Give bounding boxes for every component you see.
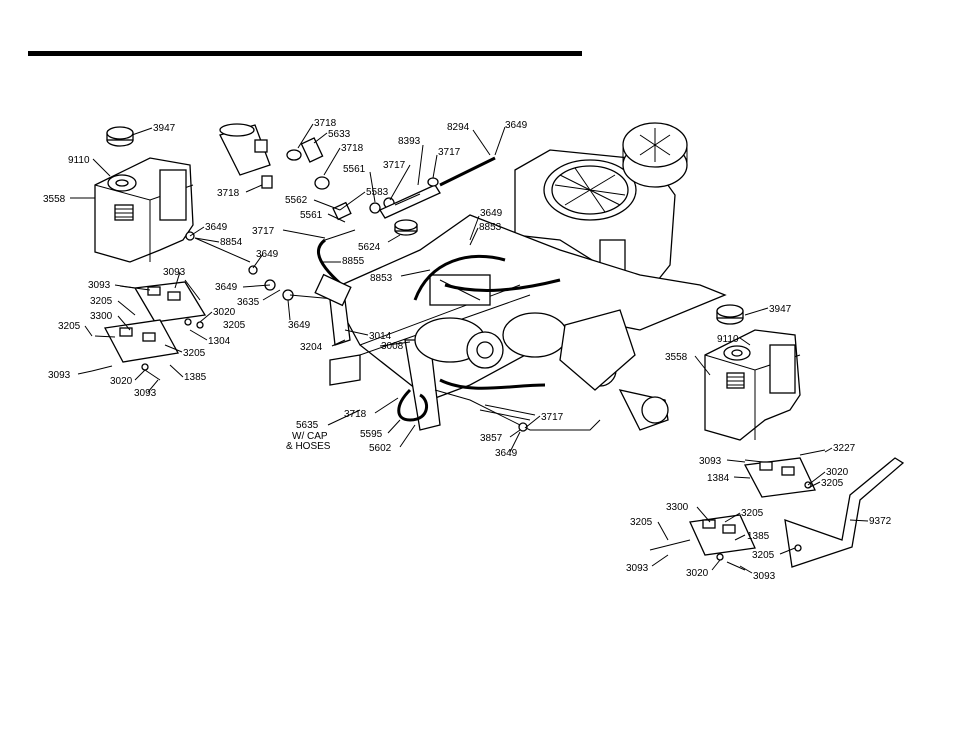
leader-lines	[70, 123, 869, 574]
callout-8853: 8853	[479, 222, 502, 233]
tank-bracket-right-upper	[743, 457, 816, 498]
callout-3947: 3947	[769, 304, 792, 315]
callout-3205: 3205	[741, 508, 764, 519]
callout-3558: 3558	[665, 352, 688, 363]
callout-8294: 8294	[447, 122, 470, 133]
callout-5635: 5635	[296, 420, 319, 431]
fuel-tank-right	[704, 329, 801, 441]
support-bar	[784, 457, 905, 568]
callout-3205: 3205	[183, 348, 206, 359]
fuel-cap-center	[394, 219, 418, 236]
callout-5562: 5562	[285, 195, 308, 206]
callout-1304: 1304	[208, 336, 231, 347]
callout-3649: 3649	[215, 282, 238, 293]
callout-3014: 3014	[369, 331, 392, 342]
callout-3093: 3093	[753, 571, 776, 582]
callout-3649: 3649	[495, 448, 518, 459]
fuel-filter-assembly	[219, 123, 273, 189]
header-rule	[28, 51, 582, 56]
callout-3204: 3204	[300, 342, 323, 353]
callout-3227: 3227	[833, 443, 856, 454]
callout-3093: 3093	[699, 456, 722, 467]
callout-hoses: & HOSES	[286, 441, 331, 452]
air-cleaner	[622, 122, 688, 188]
callout-w-cap: W/ CAP	[292, 431, 328, 442]
callout-3649: 3649	[480, 208, 503, 219]
callout-9110: 9110	[68, 155, 90, 166]
fuel-valve-fittings	[286, 137, 441, 221]
callout-3717: 3717	[541, 412, 564, 423]
tank-bracket-left-upper	[133, 281, 207, 323]
callout-5561: 5561	[343, 164, 366, 175]
callout-5633: 5633	[328, 129, 351, 140]
reservoir-fitting	[314, 273, 536, 432]
callout-3205: 3205	[752, 550, 775, 561]
callout-3717: 3717	[252, 226, 275, 237]
callout-1385: 1385	[747, 531, 770, 542]
callout-8393: 8393	[398, 136, 421, 147]
callout-3205: 3205	[58, 321, 81, 332]
callout-3718: 3718	[344, 409, 367, 420]
callout-8853: 8853	[370, 273, 393, 284]
callout-3020: 3020	[110, 376, 133, 387]
callout-3093: 3093	[163, 267, 186, 278]
callout-3649: 3649	[205, 222, 228, 233]
callout-3205: 3205	[90, 296, 113, 307]
callout-3718: 3718	[314, 118, 337, 129]
callout-3649: 3649	[505, 120, 528, 131]
tank-bracket-right-lower	[689, 514, 756, 556]
callout-1385: 1385	[184, 372, 207, 383]
callout-3093: 3093	[134, 388, 157, 399]
callout-3020: 3020	[826, 467, 849, 478]
callout-3008: 3008	[381, 341, 404, 352]
callout-3300: 3300	[666, 502, 689, 513]
callout-3205: 3205	[223, 320, 246, 331]
callout-3947: 3947	[153, 123, 176, 134]
callout-5602: 5602	[369, 443, 392, 454]
callout-3718: 3718	[217, 188, 240, 199]
callout-5561: 5561	[300, 210, 323, 221]
callout-9372: 9372	[869, 516, 892, 527]
callout-3857: 3857	[480, 433, 503, 444]
callout-3093: 3093	[48, 370, 71, 381]
callout-5595: 5595	[360, 429, 383, 440]
fuel-cap-right	[716, 304, 744, 325]
callout-3649: 3649	[288, 320, 311, 331]
callout-5624: 5624	[358, 242, 381, 253]
callout-3635: 3635	[237, 297, 260, 308]
hydraulic-hoses	[397, 254, 561, 422]
callout-3020: 3020	[686, 568, 709, 579]
callout-9110: 9110	[717, 334, 739, 345]
callout-3205: 3205	[821, 478, 844, 489]
transmission-right	[502, 309, 669, 431]
tank-bracket-left-lower	[103, 319, 180, 363]
callout-8855: 8855	[342, 256, 365, 267]
callout-3717: 3717	[383, 160, 406, 171]
callout-8854: 8854	[220, 237, 243, 248]
callout-3649: 3649	[256, 249, 279, 260]
callout-3558: 3558	[43, 194, 66, 205]
fuel-tank-left	[94, 157, 194, 263]
callout-3718: 3718	[341, 143, 364, 154]
callout-labels: 3947 9110 3558 3718 5633 3718 8393 8294 …	[43, 118, 892, 582]
callout-3093: 3093	[88, 280, 111, 291]
callout-3093: 3093	[626, 563, 649, 574]
fuel-cap-left	[106, 126, 134, 147]
callout-1384: 1384	[707, 473, 730, 484]
callout-3020: 3020	[213, 307, 236, 318]
callout-5583: 5583	[366, 187, 389, 198]
callout-3300: 3300	[90, 311, 113, 322]
callout-3205: 3205	[630, 517, 653, 528]
callout-3717: 3717	[438, 147, 461, 158]
